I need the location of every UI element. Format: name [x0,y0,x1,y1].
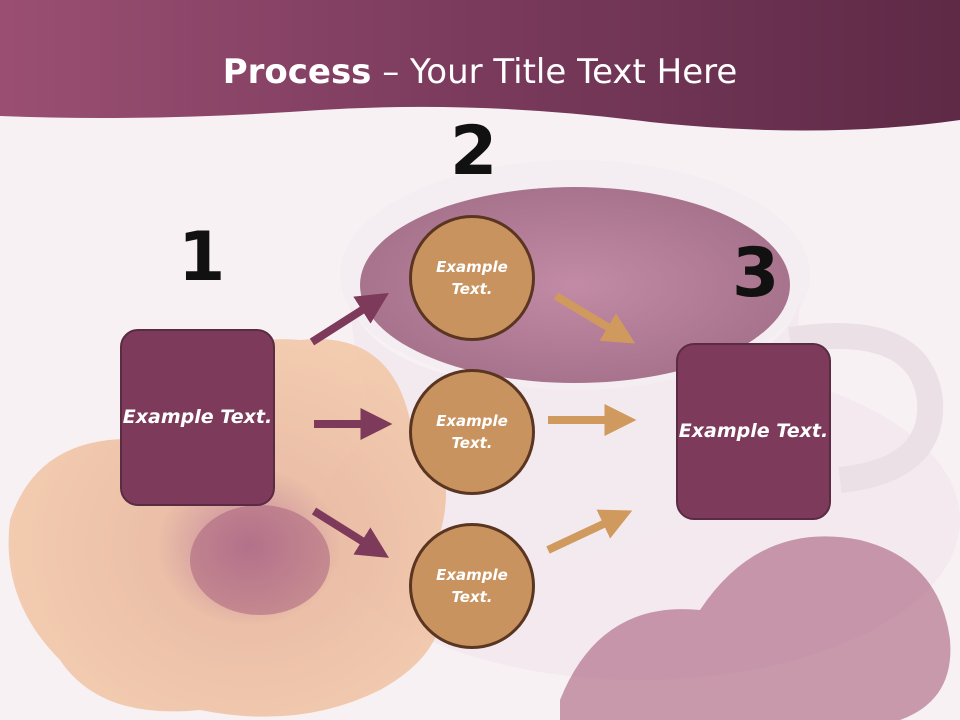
title-bold: Process [222,52,372,92]
step-1-box: Example Text. [120,329,275,506]
cup-handle [788,323,944,493]
arrow-from-top-circle [553,292,636,344]
circle-top-text: Example Text. [436,257,508,299]
circle-top: Example Text. [409,215,535,341]
step-number-3: 3 [732,234,780,313]
header-band [0,0,960,131]
step-3-box: Example Text. [676,343,831,520]
slide-title: Process – Your Title Text Here [0,52,960,92]
dried-petals [560,536,951,720]
step-number-1: 1 [178,218,226,297]
title-rest: – Your Title Text Here [371,52,738,92]
arrow-from-bottom-circle [546,509,633,554]
step-1-text: Example Text. [122,406,273,429]
circle-bottom: Example Text. [409,523,535,649]
arrow-to-bottom-circle [311,507,389,558]
circle-bottom-text: Example Text. [436,565,508,607]
step-3-text: Example Text. [678,420,829,443]
arrow-to-top-circle [309,292,389,346]
circle-middle-text: Example Text. [436,411,508,453]
step-number-2: 2 [450,112,498,191]
circle-middle: Example Text. [409,369,535,495]
flower-center [190,505,330,615]
